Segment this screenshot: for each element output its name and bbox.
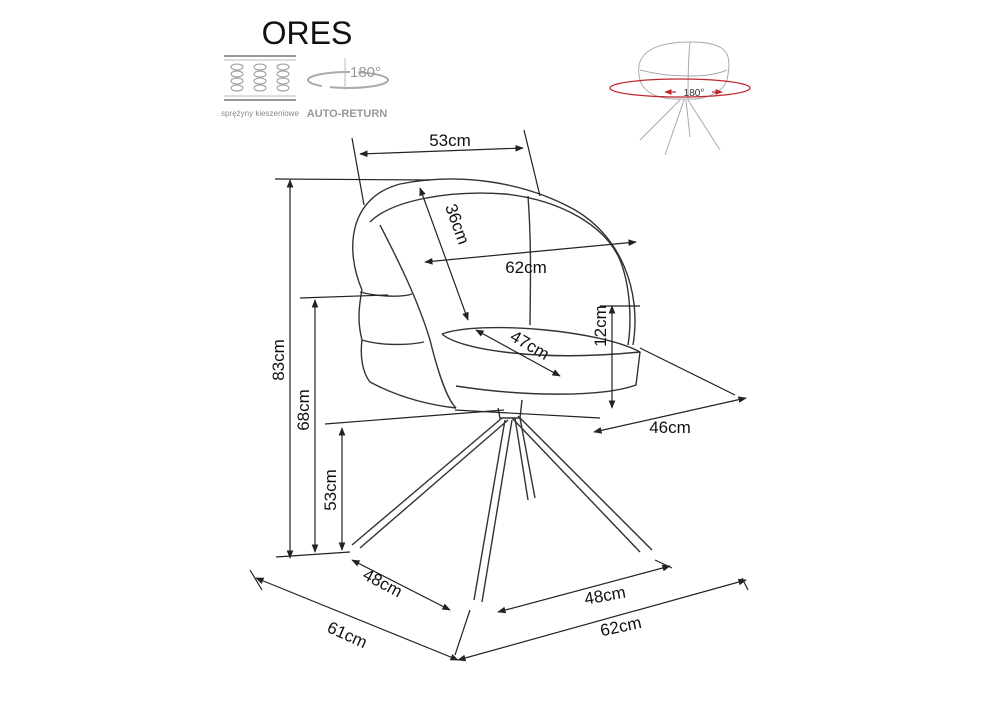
total-height-label: 83cm: [269, 339, 288, 381]
dimension-arrows: [255, 144, 747, 662]
arm-width-label: 62cm: [505, 258, 547, 277]
total-depth-label: 61cm: [324, 618, 370, 652]
seat-width-label: 47cm: [507, 327, 553, 364]
seat-depth-label: 46cm: [649, 418, 691, 437]
total-width-label: 62cm: [599, 613, 644, 640]
product-title: ORES: [262, 15, 353, 51]
rotation-degrees-label: 180°: [350, 64, 381, 81]
pocket-springs-icon: [224, 55, 296, 101]
seat-height-label: 53cm: [321, 469, 340, 511]
springs-label: sprężyny kieszeniowe: [221, 109, 299, 118]
chair-drawing: [351, 178, 653, 603]
back-width-label: 53cm: [429, 131, 471, 150]
leg-depth-label: 48cm: [360, 565, 406, 601]
rotation-preview-chair: [609, 41, 751, 156]
auto-return-label: AUTO-RETURN: [307, 108, 388, 120]
preview-rotation-label: 180°: [684, 88, 705, 99]
leg-width-label: 48cm: [583, 583, 627, 609]
seat-thickness-label: 12cm: [591, 305, 610, 347]
arm-height-label: 68cm: [294, 389, 313, 431]
auto-return-icon: [307, 58, 389, 90]
extension-lines: [249, 129, 749, 656]
back-height-label: 36cm: [441, 201, 473, 247]
